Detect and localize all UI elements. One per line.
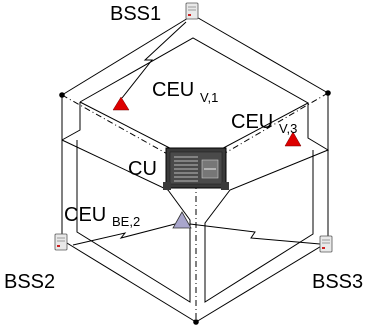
edge-bottom-right: [195, 241, 329, 323]
ceu-v1-base: CEU: [152, 79, 194, 101]
cube-outline: [61, 14, 329, 323]
corner-dots: [59, 90, 331, 325]
dashdot-axes: [61, 92, 329, 322]
edge-top-right: [192, 14, 329, 94]
base-station-bss3: [319, 235, 333, 253]
radio-unit-icon: [163, 147, 229, 190]
edge-top-left: [61, 14, 194, 96]
server-tower-icon: [185, 2, 199, 20]
base-station-bss1: [185, 2, 199, 20]
ceu-be2-base: CEU: [64, 204, 106, 226]
inner-left-path: [61, 102, 81, 141]
server-tower-icon: [319, 235, 333, 253]
ceu-v1-triangle: [112, 96, 130, 111]
base-station-bss2: [54, 233, 68, 251]
ceu-be2-subscript: BE,2: [112, 214, 140, 229]
server-tower-icon: [54, 233, 68, 251]
wireless-links: [72, 21, 321, 246]
ceu-v3-subscript: V,3: [279, 121, 297, 136]
ceu-be2-triangle: [172, 211, 192, 229]
lightning-link-icon: [189, 223, 321, 245]
corner-dot-right: [325, 90, 331, 96]
cu-label: CU: [128, 158, 157, 180]
bss2-label: BSS2: [4, 271, 55, 293]
corner-dot-bottom: [193, 319, 199, 325]
ceu-v3-base: CEU: [231, 111, 273, 133]
edge-bottom-left: [61, 239, 197, 323]
inner-right-lower: [204, 103, 330, 303]
corner-dot-left: [59, 92, 65, 98]
lightning-link-icon: [121, 21, 187, 99]
ceu-be2-label: CEU BE,2: [64, 204, 140, 229]
central-unit: [163, 147, 229, 190]
bss1-label: BSS1: [110, 3, 161, 25]
lightning-link-icon: [72, 223, 176, 246]
ceu-v1-label: CEU V,1: [152, 79, 218, 105]
ceu-v1-subscript: V,1: [200, 90, 218, 105]
inner-hexagon: [61, 37, 330, 303]
inner-left-lower: [61, 139, 191, 303]
bss3-label: BSS3: [312, 271, 363, 293]
ceu-v3-label: CEU V,3: [231, 111, 297, 136]
ceu-v3-triangle: [284, 131, 302, 147]
